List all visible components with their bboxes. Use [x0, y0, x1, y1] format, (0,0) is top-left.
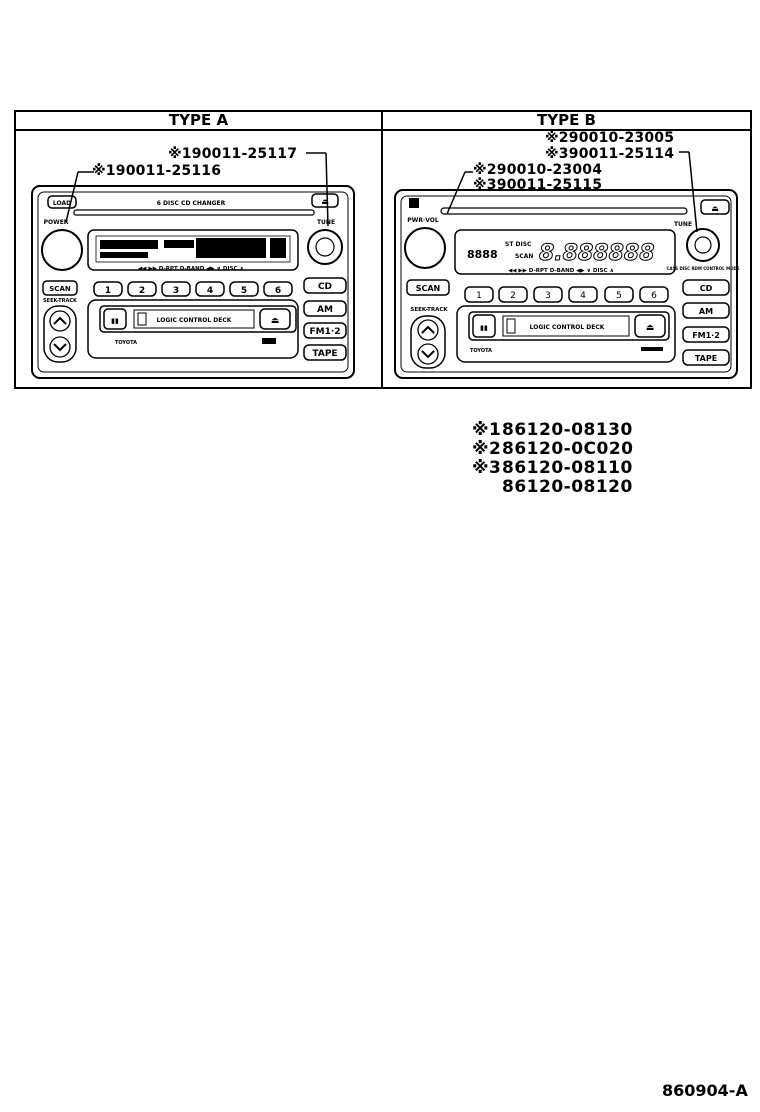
deck-eject-icon: ⏏	[271, 316, 280, 326]
svg-text:3: 3	[173, 286, 179, 296]
svg-text:5: 5	[241, 286, 247, 296]
type-a-callout-power-knob: ※190011-25116	[92, 163, 222, 179]
am-button-label: AM	[317, 305, 333, 315]
svg-text:6: 6	[651, 291, 657, 301]
scan-button-label: SCAN	[49, 285, 71, 293]
lcd-digits: 8.888888	[539, 241, 655, 266]
scan-button-label: SCAN	[416, 284, 441, 293]
svg-text:2: 2	[510, 291, 516, 301]
legend-mark: ※1	[472, 420, 502, 440]
svg-text:1: 1	[476, 291, 482, 301]
type-b-callout-1: ※290010-23005	[545, 130, 675, 146]
legend-part: 86120-08120	[502, 477, 633, 497]
legend-mark: ※2	[472, 439, 502, 459]
tune-knob	[686, 228, 720, 262]
preset-buttons: 1 2 3 4 5 6	[464, 286, 669, 303]
cd-button-label: CD	[318, 282, 332, 292]
svg-text:2: 2	[139, 286, 145, 296]
brand-label: TOYOTA	[470, 348, 492, 354]
svg-text:5: 5	[616, 291, 622, 301]
diagram-frame	[14, 110, 752, 389]
deck-play-icon: ▮▮	[480, 324, 488, 332]
column-divider	[381, 110, 383, 389]
eject-icon: ⏏	[321, 197, 329, 206]
lcd-bottom-labels: ◀◀ ▶▶ D-RPT D-BAND ◀▶ ∨ DISC ∧	[508, 268, 614, 274]
svg-text:6: 6	[275, 286, 281, 296]
svg-text:4: 4	[580, 291, 586, 301]
legend-row: ※186120-08130	[472, 420, 634, 440]
lcd-scan: SCAN	[515, 253, 533, 260]
legend-row: ※386120-08110	[472, 458, 634, 478]
svg-text:1: 1	[105, 286, 111, 296]
type-b-callout-2: ※390011-25114	[545, 146, 675, 162]
deck-label: LOGIC CONTROL DECK	[530, 324, 605, 331]
header-divider	[14, 129, 752, 131]
tune-label: TUNE	[317, 219, 335, 226]
type-b-radio-drawing: ⏏ PWR·VOL TUNE CASS DISC RDM CONTROL MOD…	[394, 151, 740, 379]
am-button-label: AM	[699, 307, 713, 316]
part-number-legend: ※186120-08130 ※286120-0C020 ※386120-0811…	[472, 420, 634, 497]
tape-button-label: TAPE	[695, 354, 717, 363]
preset-buttons: 1 2 3 4 5 6	[93, 281, 293, 297]
lcd-st-disc: ST DISC	[505, 241, 532, 248]
lcd-left: 8888	[467, 248, 498, 261]
legend-row: 86120-08120	[472, 477, 634, 497]
tune-label: TUNE	[674, 221, 692, 228]
legend-part: 86120-0C020	[502, 439, 634, 459]
type-b-callout-3: ※290010-23004	[473, 162, 603, 178]
legend-part: 86120-08110	[502, 458, 633, 478]
brand-label: TOYOTA	[115, 340, 137, 346]
seek-label: SEEK-TRACK	[43, 298, 78, 304]
fm-button-label: FM1·2	[309, 327, 340, 337]
lcd-bottom-labels: ◀◀ ▶▶ D-RPT D-BAND ◀▶ ∨ DISC ∧	[138, 266, 244, 272]
legend-mark: ※3	[472, 458, 502, 478]
svg-text:3: 3	[545, 291, 551, 301]
tape-button-label: TAPE	[312, 349, 337, 359]
tune-knob	[307, 229, 343, 265]
fm-button-label: FM1·2	[692, 331, 720, 340]
load-button-label: LOAD	[53, 200, 71, 207]
deck-eject-icon: ⏏	[646, 323, 655, 333]
cd-button-label: CD	[700, 284, 713, 293]
deck-label: LOGIC CONTROL DECK	[157, 317, 232, 324]
type-a-header: TYPE A	[168, 111, 229, 129]
power-knob	[404, 227, 446, 269]
type-a-radio-drawing: LOAD 6 DISC CD CHANGER ⏏ POWER TUNE ◀◀ ▶…	[31, 152, 355, 379]
tune-sub-label: CASS DISC RDM CONTROL MODE	[666, 266, 739, 271]
legend-row: ※286120-0C020	[472, 439, 634, 459]
deck-play-icon: ▮▮	[111, 317, 119, 325]
disc-slot-label: 6 DISC CD CHANGER	[157, 200, 226, 207]
power-label: POWER	[44, 219, 69, 226]
type-b-header: TYPE B	[537, 111, 596, 129]
power-knob	[41, 229, 83, 271]
power-label: PWR·VOL	[407, 217, 439, 224]
type-a-callout-tune-knob: ※190011-25117	[168, 146, 298, 162]
legend-part: 86120-08130	[502, 420, 633, 440]
drawing-code: 860904-A	[662, 1081, 748, 1100]
svg-text:4: 4	[207, 286, 213, 296]
eject-icon: ⏏	[711, 204, 719, 213]
seek-label: SEEK-TRACK	[410, 307, 448, 313]
